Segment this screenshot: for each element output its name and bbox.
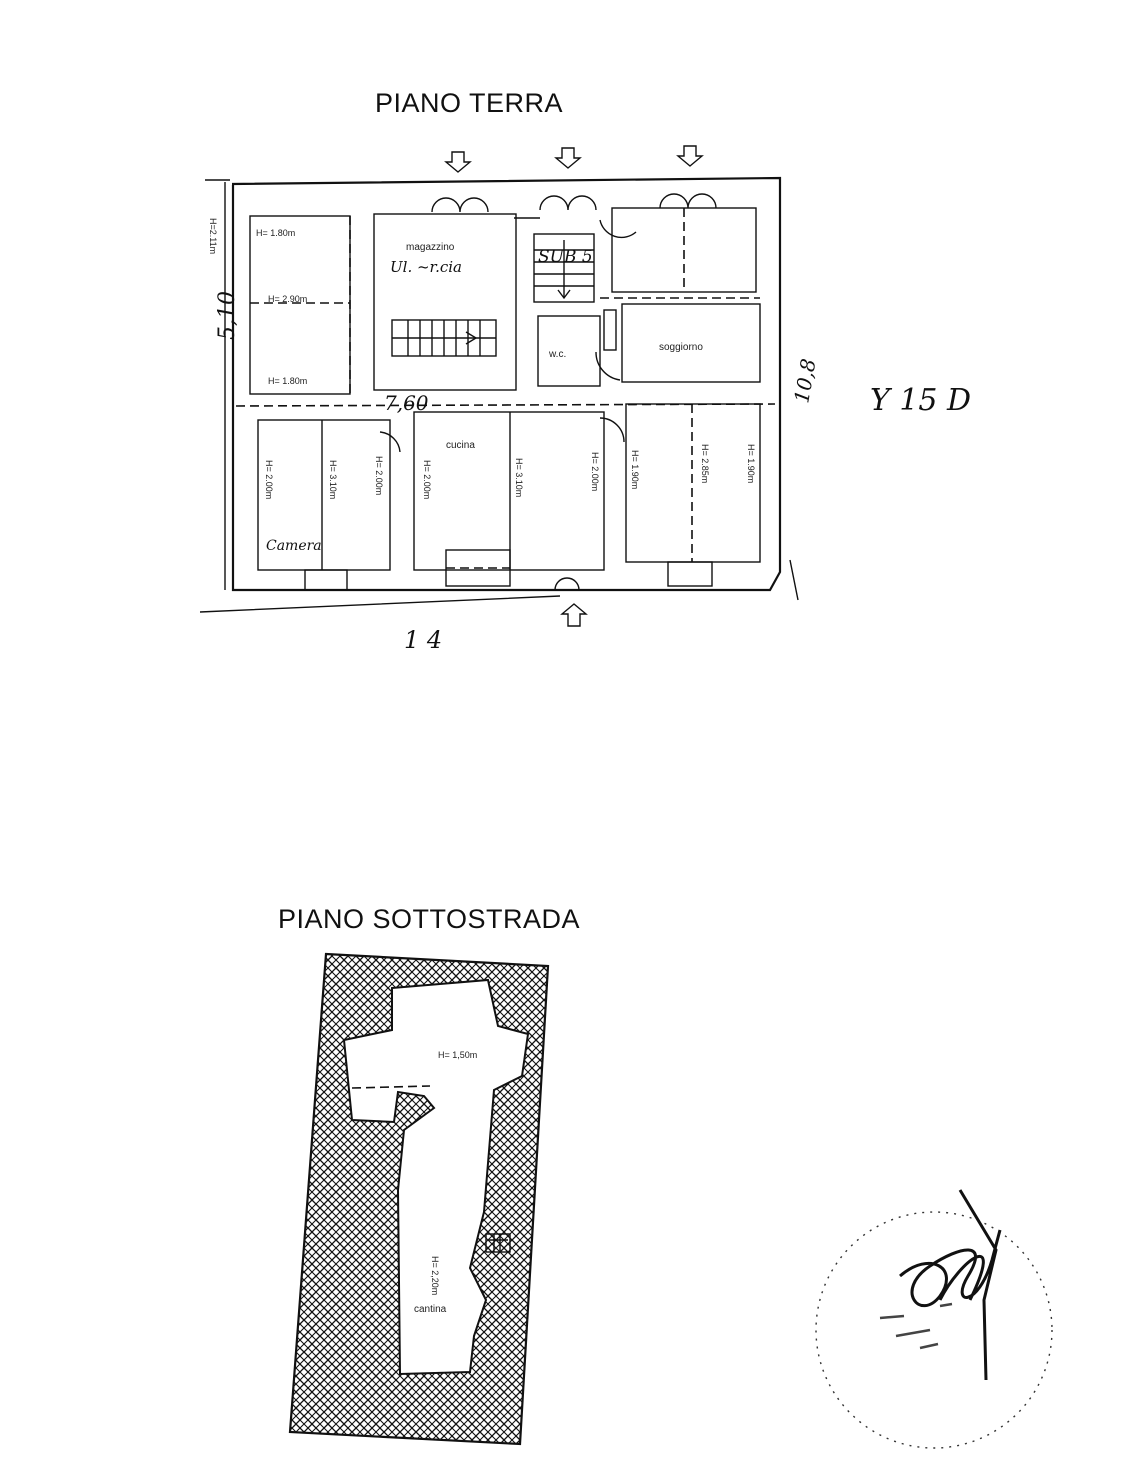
entrance-door	[554, 577, 580, 591]
height-200d: H= 2.00m	[590, 452, 600, 491]
entrance-arrow-icon	[444, 145, 704, 627]
height-200c: H= 2.00m	[422, 460, 432, 499]
height-290: H= 2.90m	[268, 294, 307, 304]
dim-108: 10,8	[789, 357, 820, 405]
room-lower-right	[625, 403, 761, 563]
basement-title: PIANO SOTTOSTRADA	[278, 904, 580, 934]
note-camera: Camera	[266, 538, 322, 554]
label-wc: w.c.	[548, 349, 566, 360]
height-285: H= 2.85m	[700, 444, 710, 483]
label-soggiorno: soggiorno	[659, 342, 703, 353]
door-swing-icon	[595, 351, 621, 381]
height-180b: H= 1.80m	[268, 376, 307, 386]
height-190b: H= 1.90m	[746, 444, 756, 483]
outer-wall-trace	[199, 179, 799, 613]
stamp-seal	[815, 1211, 1053, 1449]
height-200a: H= 2.00m	[264, 460, 274, 499]
dim-510: 5,10	[215, 291, 240, 340]
height-190a: H= 1.90m	[630, 450, 640, 489]
label-cantina: cantina	[414, 1304, 447, 1315]
basement-plan	[288, 952, 550, 1446]
label-sub5: SUB 5	[538, 247, 593, 267]
ground-floor-plan	[199, 176, 799, 613]
reference-number: Y 15 D	[870, 383, 971, 418]
room-cucina	[413, 411, 605, 571]
height-211: H=2.11m	[208, 218, 218, 254]
note-magazzino: Ul. ~r.cia	[390, 258, 462, 276]
height-150: H= 1,50m	[438, 1050, 477, 1060]
stair-sub5	[533, 233, 595, 303]
height-220: H= 2,20m	[430, 1256, 440, 1295]
height-200b: H= 2.00m	[374, 456, 384, 495]
outer-wall	[231, 176, 782, 592]
signature	[899, 1189, 1002, 1381]
room-upper-left	[249, 215, 351, 395]
room-soggiorno	[621, 303, 761, 383]
stair-icon	[391, 319, 497, 357]
height-180a: H= 1.80m	[256, 228, 295, 238]
label-magazzino: magazzino	[406, 242, 455, 253]
room-wc	[537, 315, 601, 387]
ground-floor-title: PIANO TERRA	[375, 88, 563, 118]
label-cucina: cucina	[446, 440, 475, 451]
height-310b: H= 3.10m	[514, 458, 524, 497]
dim-14: 1 4	[404, 626, 442, 654]
room-magazzino	[373, 213, 517, 391]
dim-760: 7,60	[384, 391, 429, 415]
height-310a: H= 3.10m	[328, 460, 338, 499]
